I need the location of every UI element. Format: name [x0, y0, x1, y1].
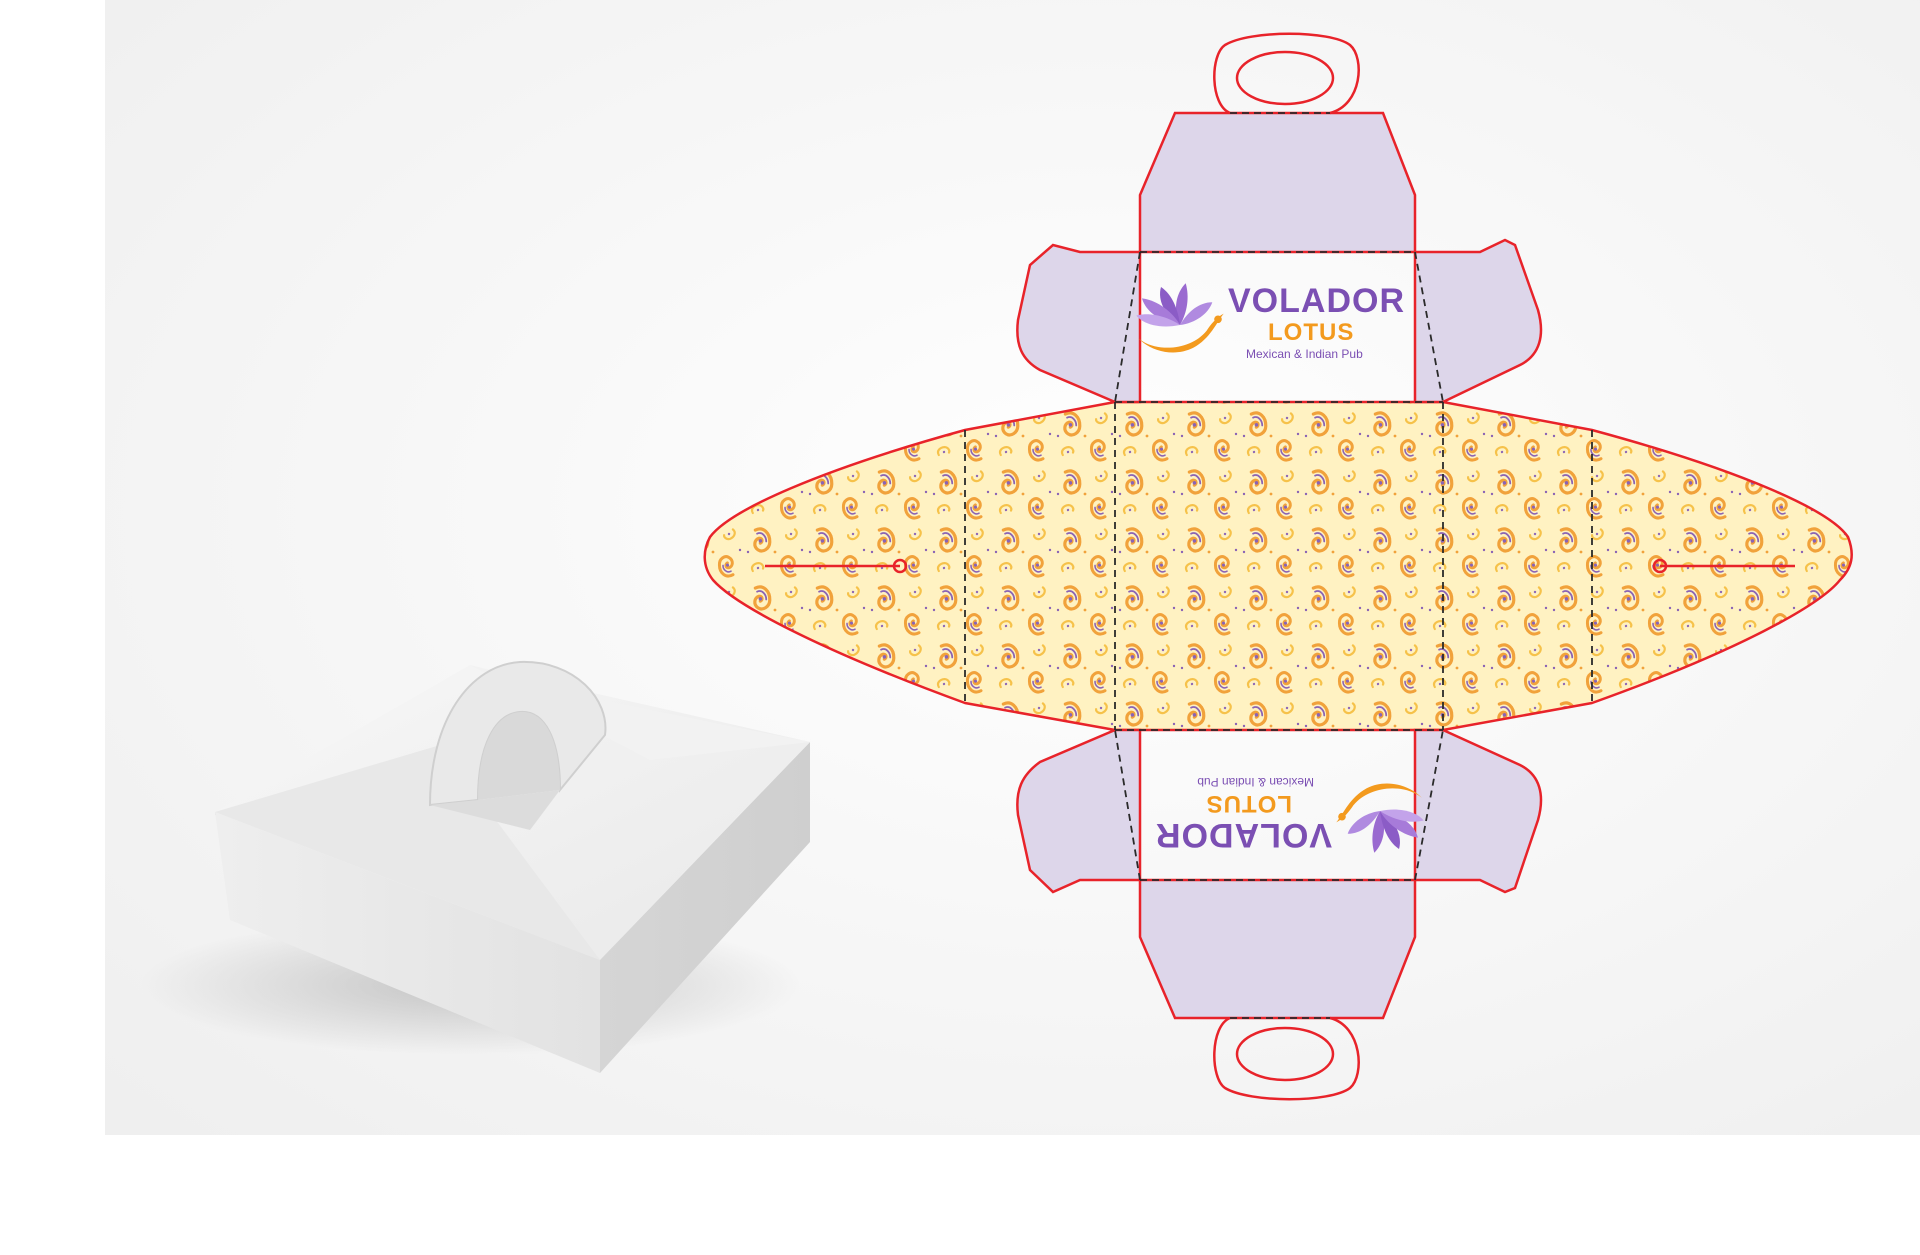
dieline-top-handle	[1213, 32, 1360, 115]
dieline-bottom-handle	[1213, 1016, 1360, 1101]
brand-subname: LOTUS	[1268, 319, 1354, 346]
box-left-face	[215, 812, 600, 1073]
brand-logo-bottom: VOLADOR LOTUS Mexican & Indian Pub	[1155, 775, 1424, 854]
dieline-body-panel	[703, 400, 1853, 732]
box-lid-flap-left	[215, 745, 600, 960]
closed-box-mockup	[140, 660, 810, 1073]
dieline-fold-lines	[964, 112, 1593, 1019]
dieline-side-slots	[765, 558, 1795, 574]
box-front-face	[215, 742, 810, 1073]
box-dieline: VOLADOR LOTUS Mexican & Indian Pub VOLAD…	[703, 32, 1853, 1101]
box-handle	[428, 660, 607, 830]
brand-subname-rotated: LOTUS	[1206, 790, 1292, 817]
brand-name-rotated: VOLADOR	[1155, 816, 1332, 854]
brand-logo-top: VOLADOR LOTUS Mexican & Indian Pub	[1136, 282, 1405, 361]
brand-name: VOLADOR	[1228, 282, 1405, 320]
brand-tagline-rotated: Mexican & Indian Pub	[1197, 775, 1314, 789]
brand-tagline: Mexican & Indian Pub	[1246, 347, 1363, 361]
